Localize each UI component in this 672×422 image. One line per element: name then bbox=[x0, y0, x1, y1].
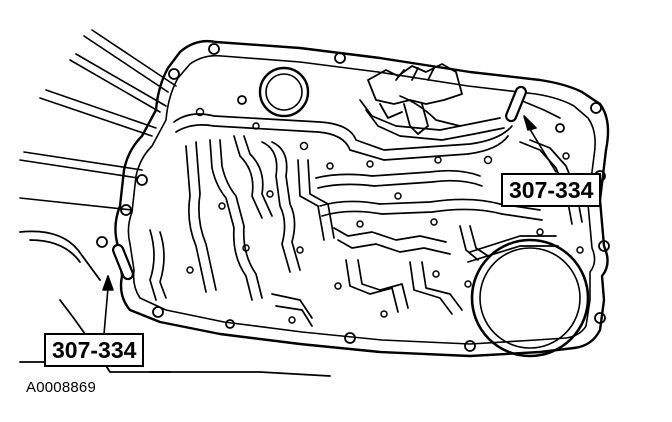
tool-callout-left: 307-334 bbox=[44, 333, 145, 367]
manual-valve-detent bbox=[367, 63, 463, 135]
callout-arrow-left bbox=[102, 275, 114, 335]
bolt-holes bbox=[96, 43, 610, 352]
callout-arrow-right bbox=[523, 115, 557, 173]
figure-id-label: A0008869 bbox=[26, 379, 97, 396]
top-circular-port bbox=[258, 66, 310, 118]
wiring-harness-lines bbox=[19, 29, 177, 211]
separator-plate-outline bbox=[114, 39, 610, 358]
plate-ports bbox=[186, 107, 584, 324]
alignment-pin-right bbox=[505, 85, 527, 123]
fluid-passages bbox=[149, 95, 583, 327]
accumulator-bore bbox=[470, 238, 590, 358]
tool-callout-right: 307-334 bbox=[501, 173, 602, 207]
alignment-pin-left bbox=[112, 243, 134, 281]
separator-plate-inner-border bbox=[127, 54, 596, 345]
